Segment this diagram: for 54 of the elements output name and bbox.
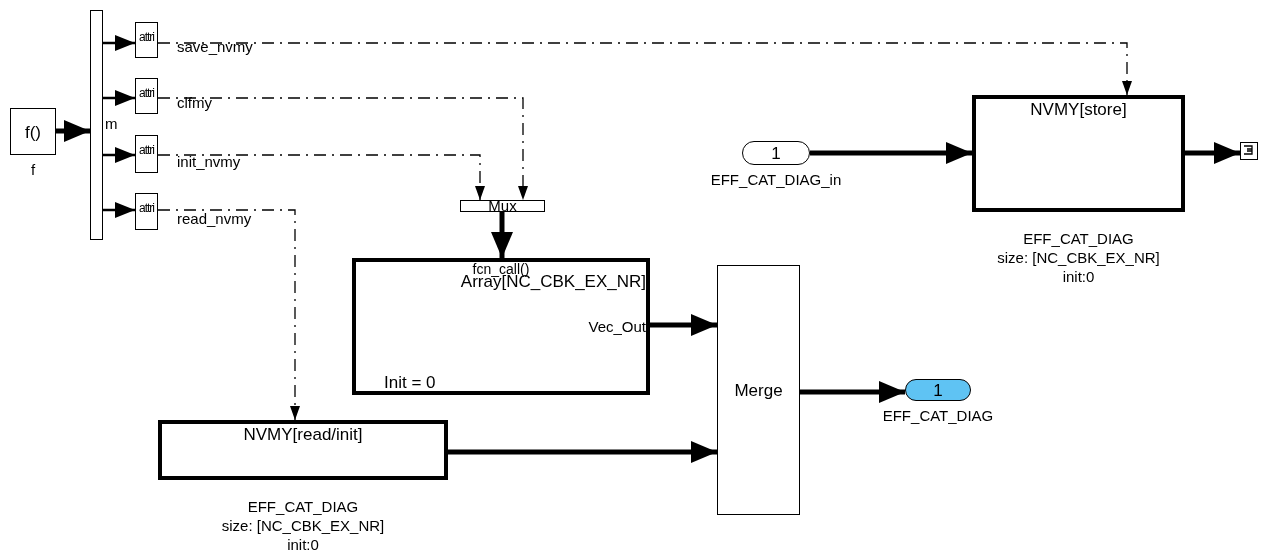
goto-block — [135, 78, 158, 114]
dash-dot-arrow — [157, 154, 485, 201]
arrow — [103, 35, 135, 51]
arrow — [1185, 142, 1240, 164]
arrow — [103, 147, 135, 163]
port-label: Vec_Out — [588, 318, 646, 335]
signal-label: clfmy — [177, 94, 212, 111]
store-block — [972, 95, 1185, 212]
block-label: attri — [138, 85, 155, 102]
mux-bar — [460, 200, 545, 212]
block-caption: size: [NC_CBK_EX_NR] — [220, 517, 386, 534]
port-name: EFF_CAT_DIAG — [881, 407, 995, 424]
parameter-label: Init = 0 — [384, 374, 436, 391]
block-caption: EFF_CAT_DIAG — [1022, 230, 1135, 247]
signal-label: init_nvmy — [177, 153, 241, 170]
block-caption: init:0 — [1061, 268, 1096, 285]
port-name: EFF_CAT_DIAG_in — [709, 171, 843, 188]
dash-dot-arrow — [157, 42, 1132, 96]
block-caption: EFF_CAT_DIAG — [246, 498, 360, 515]
block-label: f() — [23, 123, 42, 140]
block-caption: init:0 — [286, 536, 320, 553]
block-label: attri — [138, 200, 155, 217]
arrow — [103, 202, 135, 218]
block-label: Mux — [487, 197, 518, 214]
port-label: m — [105, 115, 118, 132]
signal-label: save_nvmy — [177, 38, 253, 55]
arrow — [800, 381, 905, 403]
merge-block — [717, 265, 800, 515]
arrow — [448, 441, 717, 463]
dash-dot-arrow — [157, 97, 528, 201]
block-label: Merge — [733, 381, 784, 399]
fn-block — [10, 108, 56, 155]
block-caption: size: [NC_CBK_EX_NR] — [996, 249, 1161, 266]
goto-block — [135, 135, 158, 173]
terminator-block — [1240, 142, 1258, 160]
arrow — [56, 120, 90, 142]
block-label: attri — [138, 142, 155, 159]
signal-label: read_nvmy — [177, 210, 252, 227]
goto-block — [135, 22, 158, 58]
block-label: 1 — [932, 381, 944, 399]
arrow — [810, 142, 972, 164]
arrow — [650, 314, 717, 336]
block-label: NVMY[store] — [1029, 101, 1128, 118]
store-block — [158, 420, 448, 480]
port-name: f — [29, 161, 37, 178]
arrow — [491, 212, 513, 258]
arrow — [103, 90, 135, 106]
function-block — [352, 258, 650, 395]
block-label: NVMY[read/init] — [242, 426, 364, 443]
block-label: 1 — [770, 144, 782, 162]
trigger-label: fcn_call() — [472, 261, 530, 277]
dash-dot-arrow — [157, 209, 300, 421]
goto-block — [135, 193, 158, 230]
block-label: attri — [138, 29, 155, 46]
